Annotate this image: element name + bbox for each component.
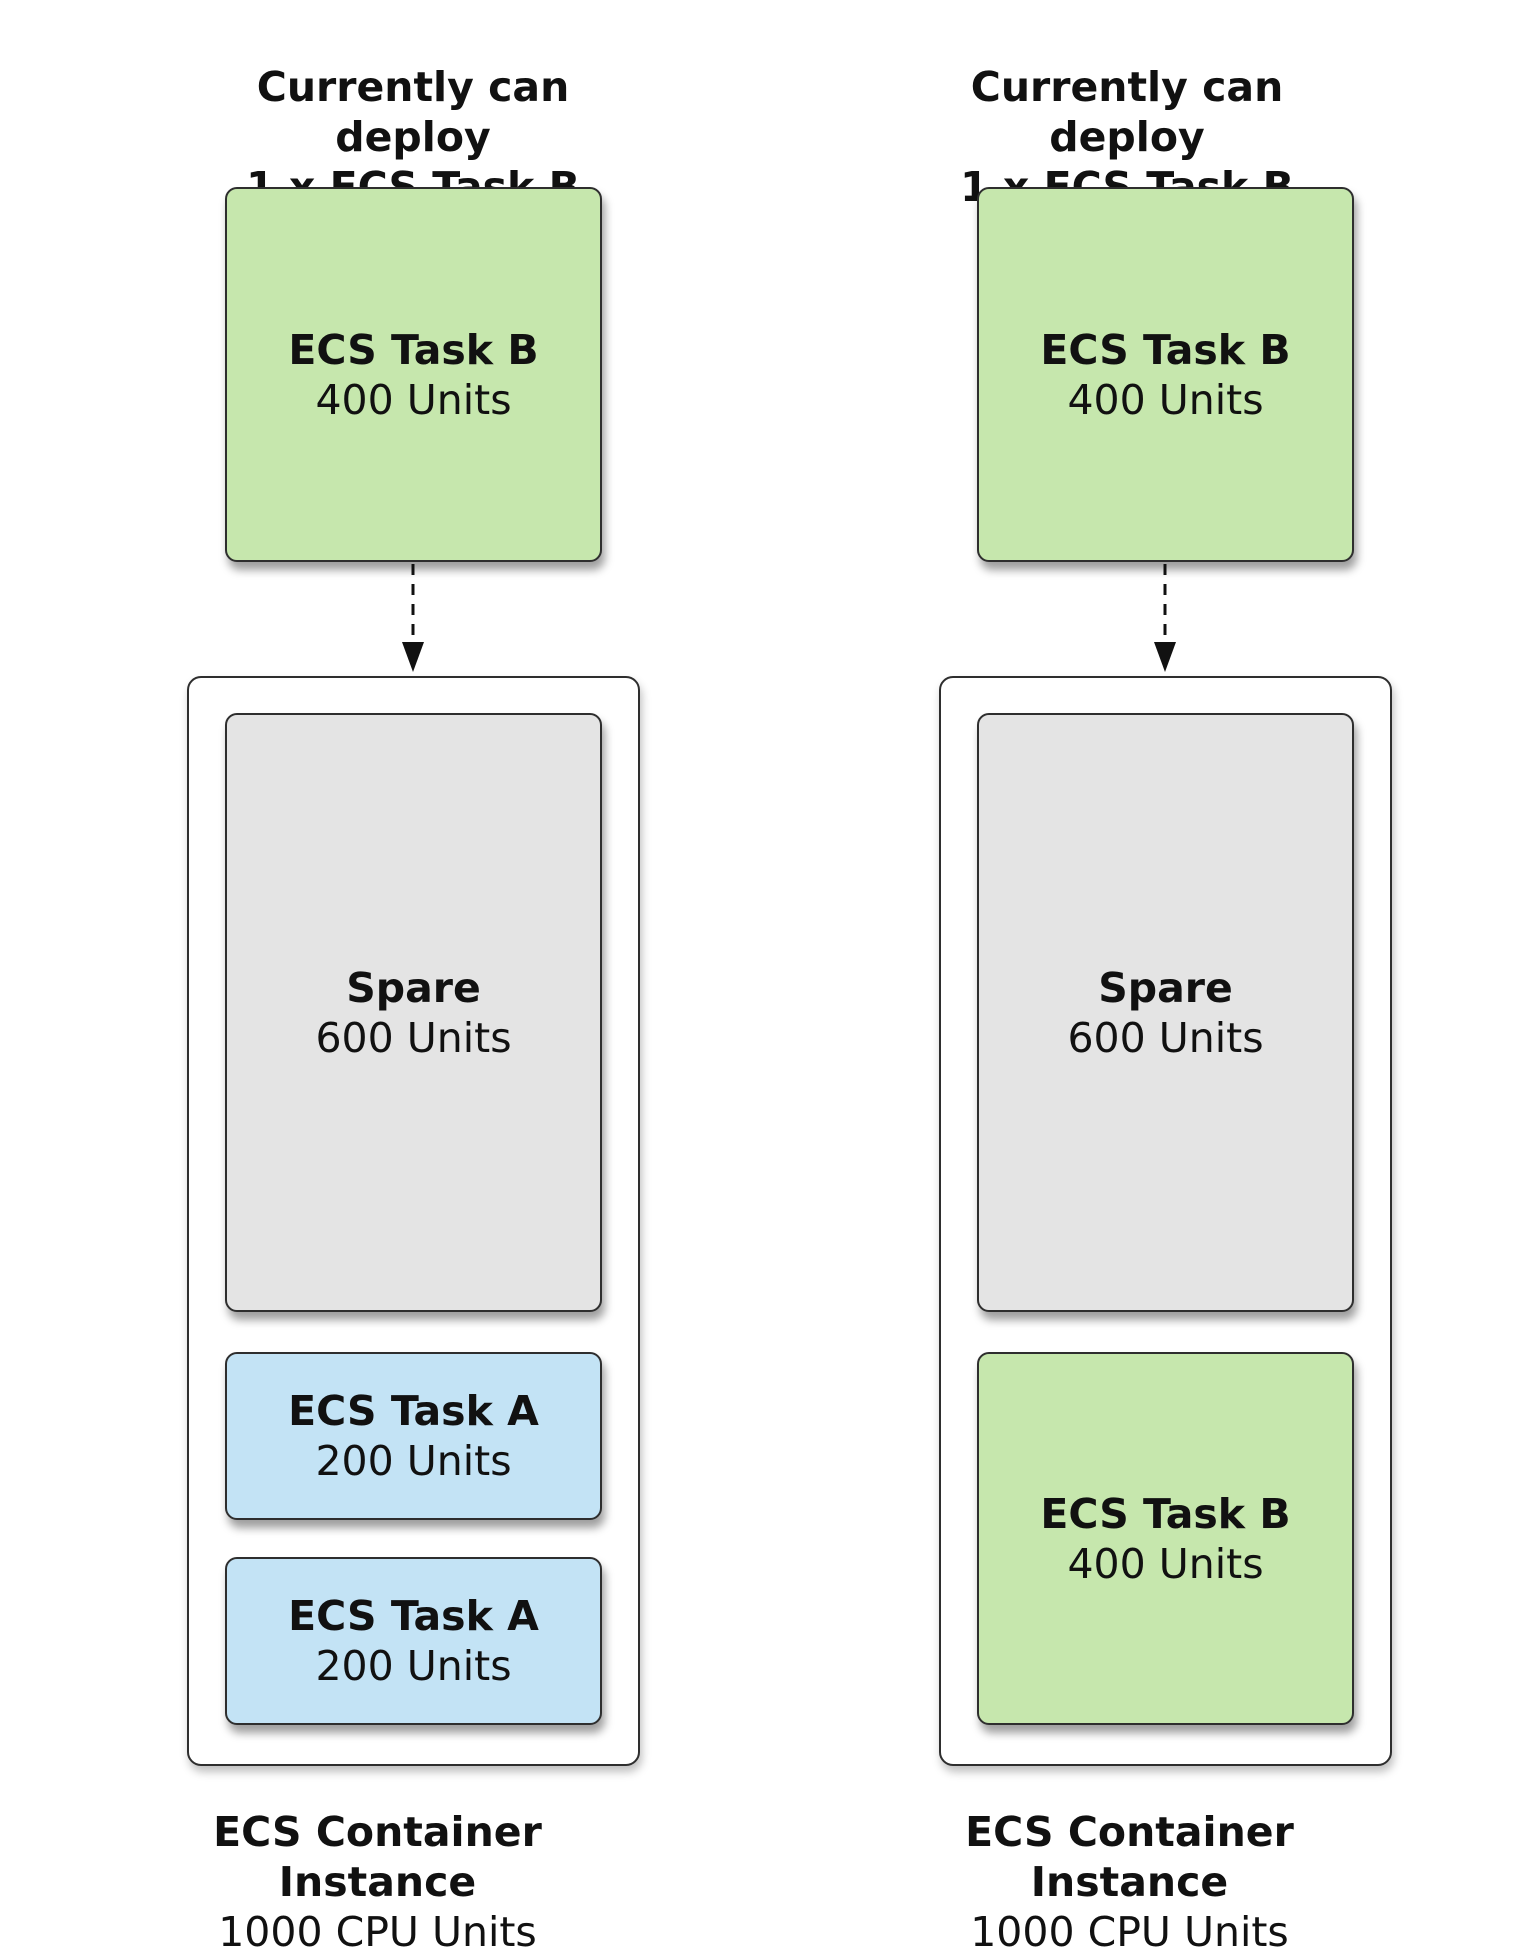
left-task-a-block-2: ECS Task A 200 Units [225,1557,602,1725]
left-instance-units: 1000 CPU Units [218,1908,537,1956]
right-pending-task-b: ECS Task B 400 Units [977,187,1354,562]
right-task-b-block: ECS Task B 400 Units [977,1352,1354,1725]
right-pending-task-title: ECS Task B [1040,325,1291,374]
right-pending-task-units: 400 Units [1067,375,1264,424]
right-spare-block: Spare 600 Units [977,713,1354,1312]
right-task-b-units: 400 Units [1067,1539,1264,1588]
left-task-a-2-title: ECS Task A [288,1592,539,1640]
right-task-b-title: ECS Task B [1040,1489,1291,1538]
right-spare-units: 600 Units [1067,1013,1264,1062]
left-task-a-1-units: 200 Units [315,1437,512,1485]
right-deploy-arrow [1154,564,1176,672]
right-heading-line1: Currently can deploy [970,63,1284,161]
left-spare-title: Spare [346,963,481,1012]
right-spare-title: Spare [1098,963,1233,1012]
left-spare-units: 600 Units [315,1013,512,1062]
left-pending-task-title: ECS Task B [288,325,539,374]
left-spare-block: Spare 600 Units [225,713,602,1312]
right-instance-units: 1000 CPU Units [970,1908,1289,1956]
right-instance-title: ECS Container Instance [965,1808,1294,1906]
left-heading-line1: Currently can deploy [256,63,570,161]
left-instance-title: ECS Container Instance [213,1808,542,1906]
left-pending-task-units: 400 Units [315,375,512,424]
left-deploy-arrow [402,564,424,672]
left-task-a-block-1: ECS Task A 200 Units [225,1352,602,1520]
left-pending-task-b: ECS Task B 400 Units [225,187,602,562]
left-task-a-2-units: 200 Units [315,1642,512,1690]
right-instance-caption: ECS Container Instance 1000 CPU Units [862,1807,1397,1957]
left-instance-caption: ECS Container Instance 1000 CPU Units [110,1807,645,1957]
left-task-a-1-title: ECS Task A [288,1387,539,1435]
